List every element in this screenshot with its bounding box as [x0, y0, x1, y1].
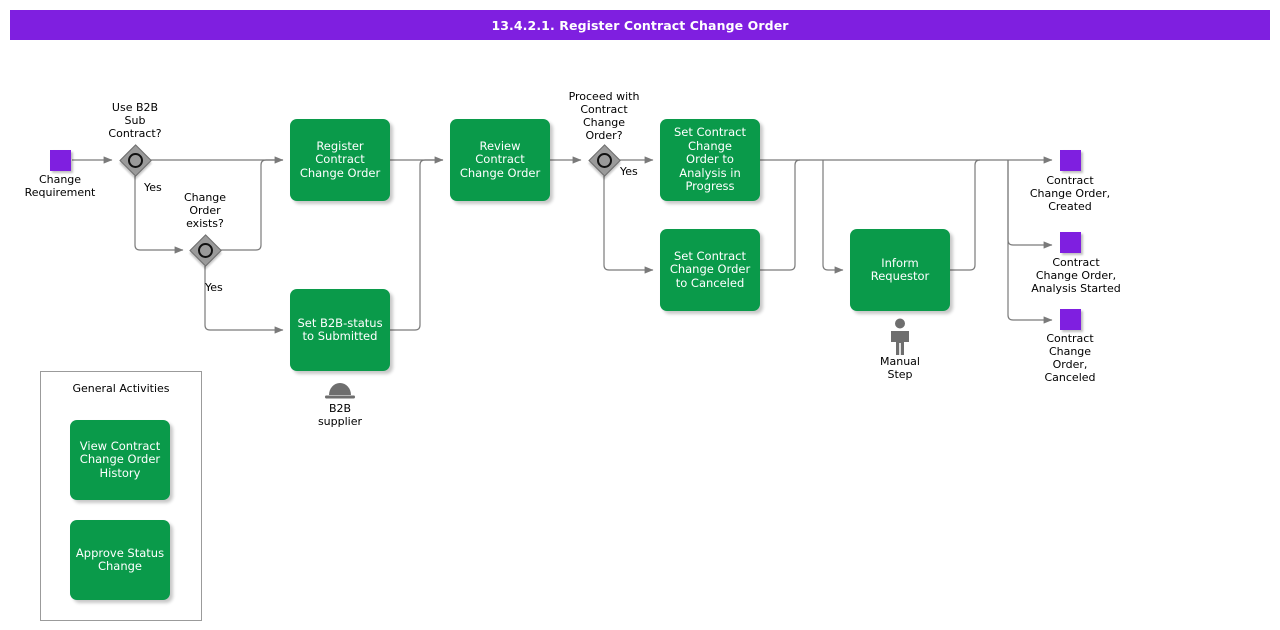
edge-inform-to-bus — [950, 159, 981, 271]
page-title: 13.4.2.1. Register Contract Change Order — [10, 10, 1270, 40]
marker-b2b-supplier-label: B2B supplier — [317, 402, 363, 428]
start-event-change-requirement[interactable] — [50, 150, 71, 171]
task-review-contract-change-order[interactable]: Review Contract Change Order — [450, 119, 550, 201]
end-event-analysis-started-label: Contract Change Order, Analysis Started — [1031, 256, 1121, 295]
gateway-change-order-exists[interactable] — [189, 234, 223, 268]
gateway-proceed-with-contract-change-order[interactable] — [588, 144, 622, 178]
end-event-created-label: Contract Change Order, Created — [1029, 174, 1111, 213]
end-event-analysis-started[interactable] — [1060, 232, 1081, 253]
edge-label-yes-3: Yes — [620, 165, 638, 178]
legend-view-contract-change-order-history[interactable]: View Contract Change Order History — [70, 420, 170, 500]
legend-title: General Activities — [72, 382, 170, 395]
task-inform-requestor[interactable]: Inform Requestor — [850, 229, 950, 311]
edge-gw3-yes-to-canceled — [603, 176, 654, 274]
marker-manual-step-label: Manual Step — [880, 355, 920, 381]
gateway-ring-icon — [128, 153, 143, 168]
task-set-b2b-status-submitted[interactable]: Set B2B-status to Submitted — [290, 289, 390, 371]
edge-setb2b-to-review-join — [390, 159, 443, 331]
edge-label-yes-1: Yes — [144, 181, 162, 194]
edge-gw2-yes-to-setb2b — [204, 266, 284, 334]
edge-label-yes-2: Yes — [205, 281, 223, 294]
edge-bus-to-inform — [822, 160, 844, 274]
gateway-use-b2b-sub-contract[interactable] — [119, 144, 153, 178]
legend-approve-status-change[interactable]: Approve Status Change — [70, 520, 170, 600]
end-event-canceled-label: Contract Change Order, Canceled — [1044, 332, 1096, 384]
task-set-canceled[interactable]: Set Contract Change Order to Canceled — [660, 229, 760, 311]
gateway-change-order-exists-label: Change Order exists? — [183, 191, 227, 230]
end-event-created[interactable] — [1060, 150, 1081, 171]
edge-canceled-to-bus — [760, 159, 801, 271]
gateway-proceed-label: Proceed with Contract Change Order? — [568, 90, 640, 142]
start-event-label: Change Requirement — [24, 173, 96, 199]
system-supplier-icon — [325, 383, 355, 399]
task-register-contract-change-order[interactable]: Register Contract Change Order — [290, 119, 390, 201]
gateway-ring-icon — [597, 153, 612, 168]
gateway-ring-icon — [198, 243, 213, 258]
person-icon — [891, 318, 909, 355]
end-event-canceled[interactable] — [1060, 309, 1081, 330]
task-set-analysis-in-progress[interactable]: Set Contract Change Order to Analysis in… — [660, 119, 760, 201]
gateway-use-b2b-sub-contract-label: Use B2B Sub Contract? — [108, 101, 162, 140]
